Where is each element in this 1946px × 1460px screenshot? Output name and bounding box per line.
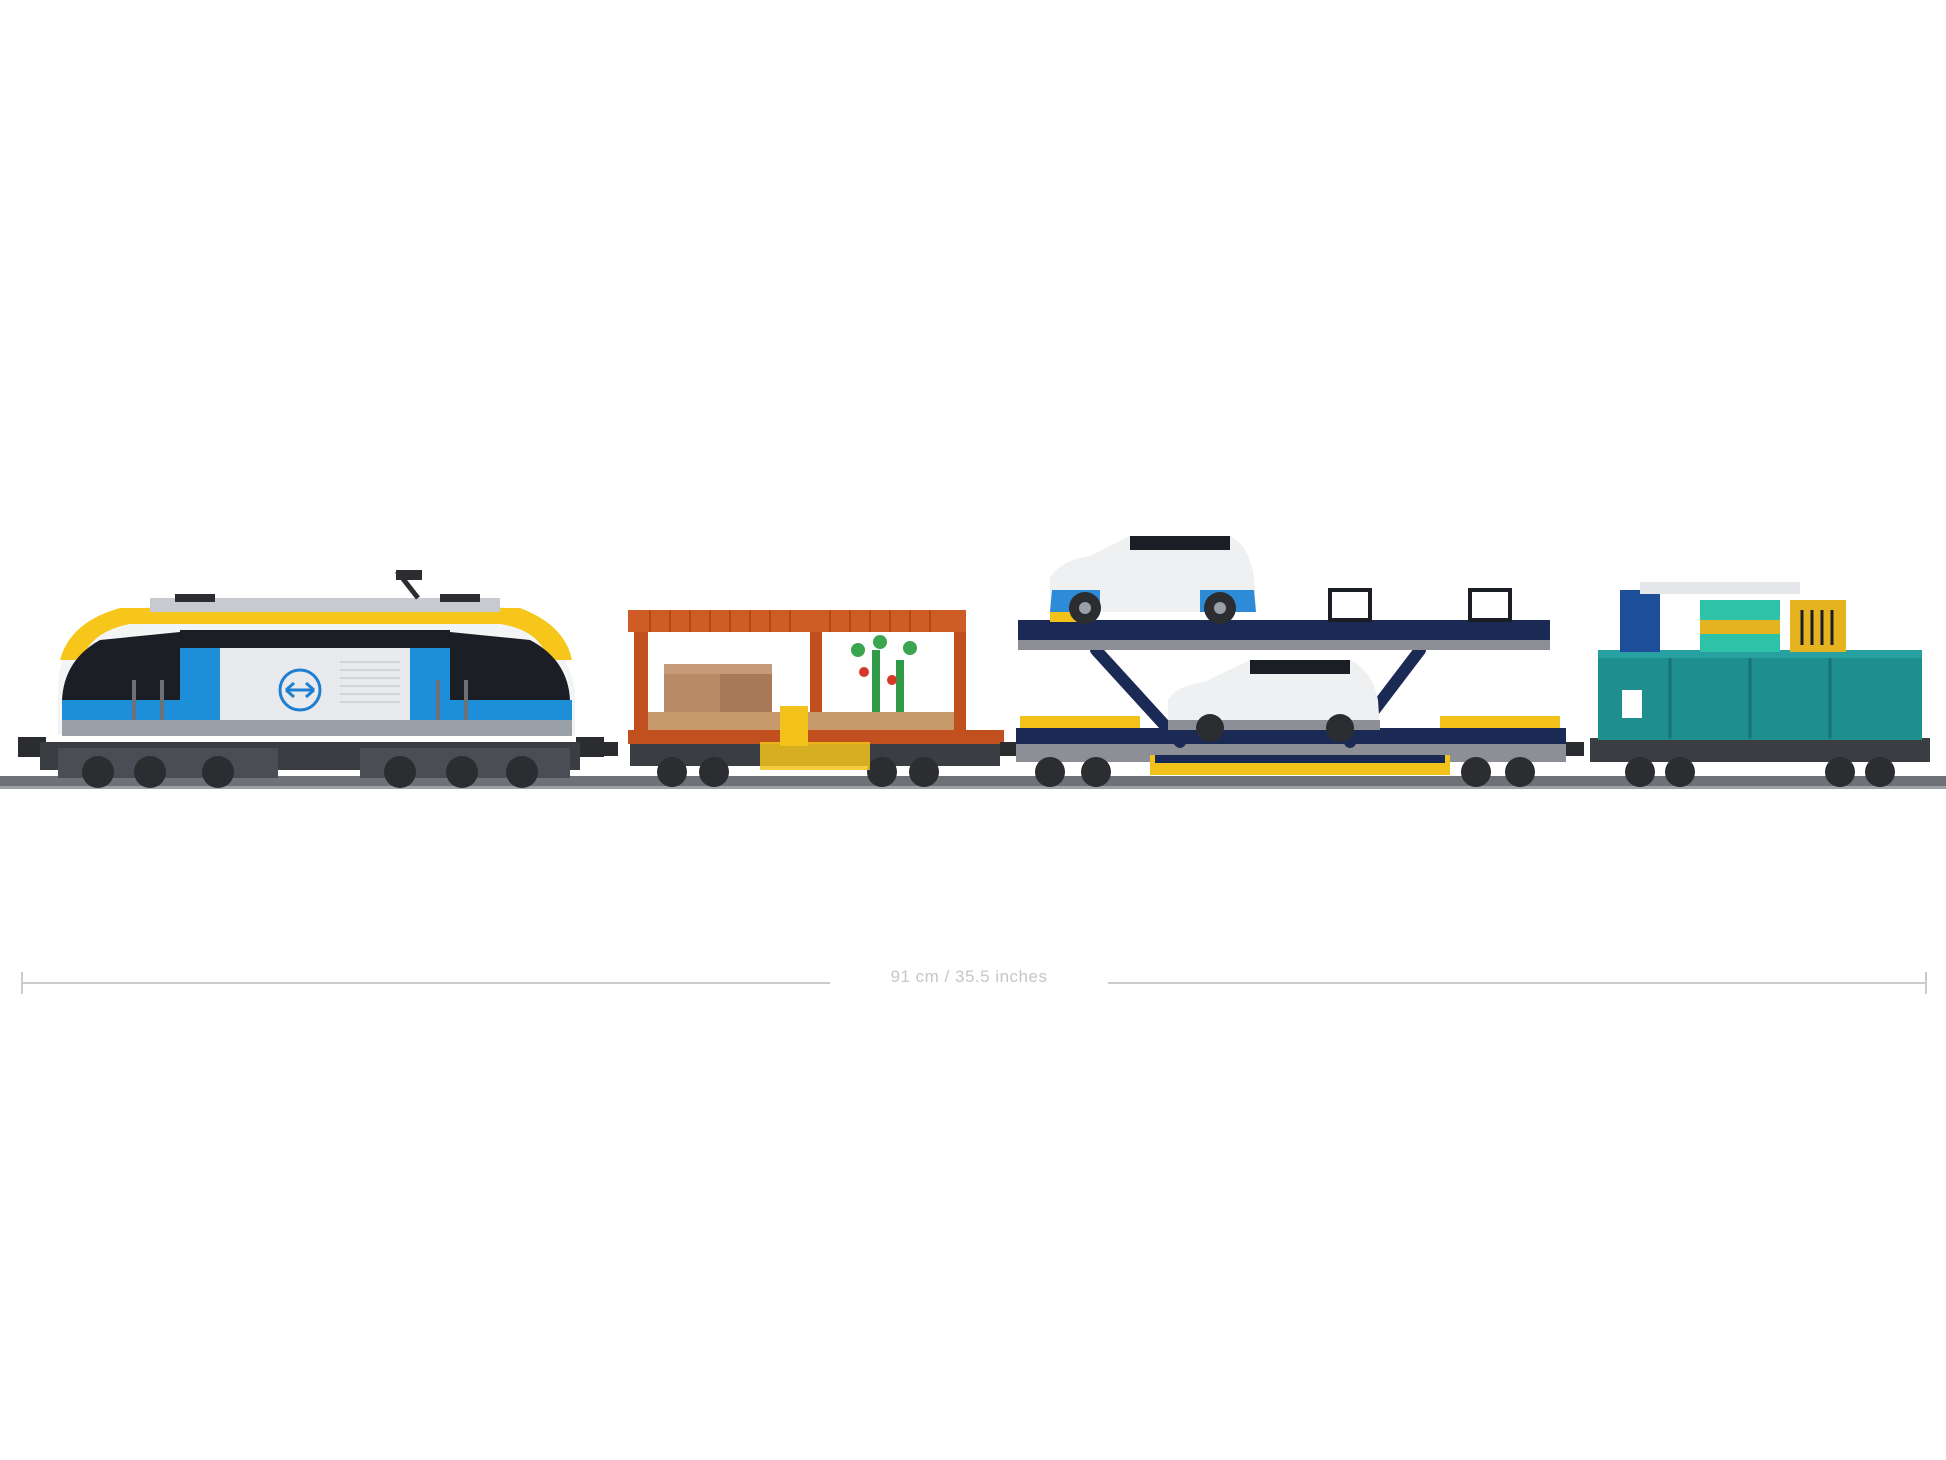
car-bottom bbox=[1168, 660, 1380, 742]
length-measurement-label: 91 cm / 35.5 inches bbox=[830, 967, 1108, 987]
car-transporter-wagon bbox=[1000, 536, 1566, 787]
railway-logo-icon bbox=[278, 668, 322, 712]
container-wagon bbox=[1566, 582, 1930, 787]
car-top bbox=[1050, 536, 1256, 624]
rail-track bbox=[0, 776, 1946, 789]
length-dimension-line bbox=[21, 972, 1927, 994]
plant-icon bbox=[851, 635, 917, 712]
cargo-wagon bbox=[600, 610, 1004, 787]
locomotive bbox=[18, 570, 604, 788]
